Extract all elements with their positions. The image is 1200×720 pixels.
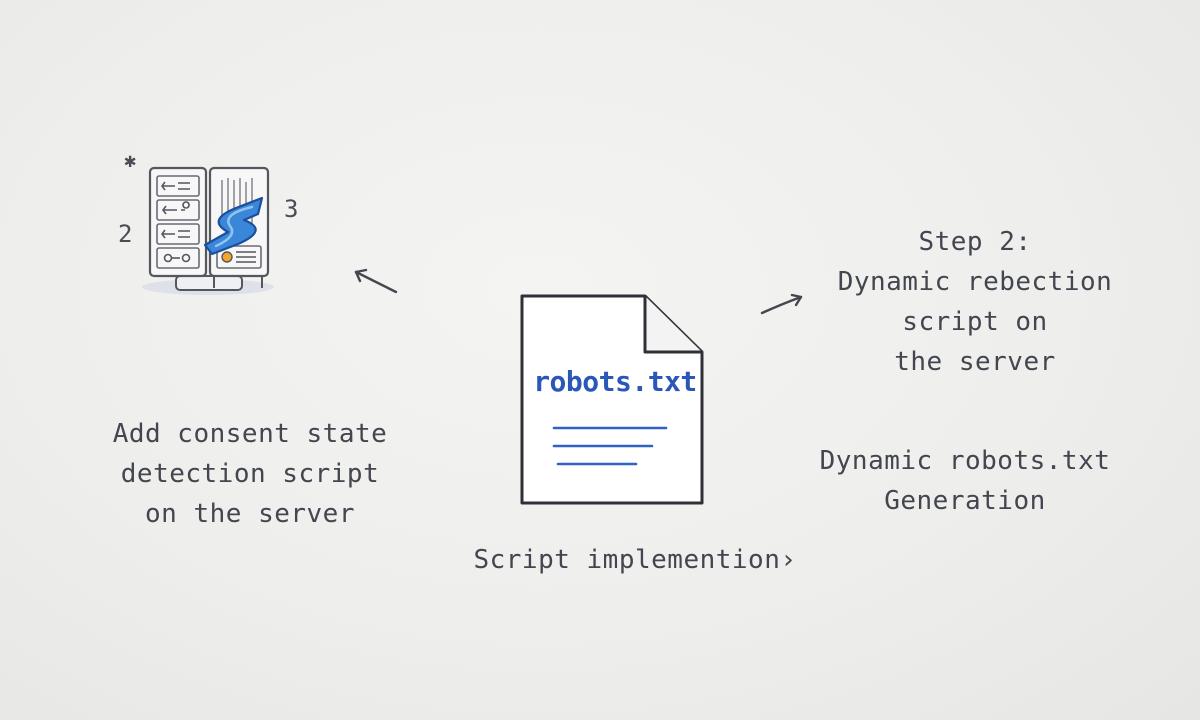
left-caption-line: detection script <box>120 459 380 489</box>
star-mark: ✱ <box>124 148 137 172</box>
left-caption-line: on the server <box>145 499 355 529</box>
step2-caption: Step 2: Dynamic rebection script on the … <box>830 222 1120 382</box>
step2-caption-line: the server <box>894 347 1056 377</box>
left-caption: Add consent state detection script on th… <box>100 414 400 534</box>
dynamic-generation-caption: Dynamic robots.txt Generation <box>815 441 1115 521</box>
script-implementation-caption: Script implemention› <box>473 545 797 575</box>
arrow-up-left-icon <box>354 268 398 294</box>
number-two-mark: 2 <box>118 220 133 248</box>
document-icon <box>520 294 704 505</box>
number-three-mark: 3 <box>284 195 299 223</box>
arrow-right-icon <box>760 293 803 315</box>
dynamic-caption-line: Generation <box>884 486 1046 516</box>
step2-caption-line: script on <box>902 307 1048 337</box>
document-filename: robots.txt <box>533 365 697 398</box>
dynamic-caption-line: Dynamic robots.txt <box>819 446 1111 476</box>
step2-caption-line: Dynamic rebection <box>837 267 1113 297</box>
script-logo-icon <box>203 196 264 256</box>
left-caption-line: Add consent state <box>112 419 388 449</box>
step2-caption-line: Step 2: <box>918 227 1032 257</box>
